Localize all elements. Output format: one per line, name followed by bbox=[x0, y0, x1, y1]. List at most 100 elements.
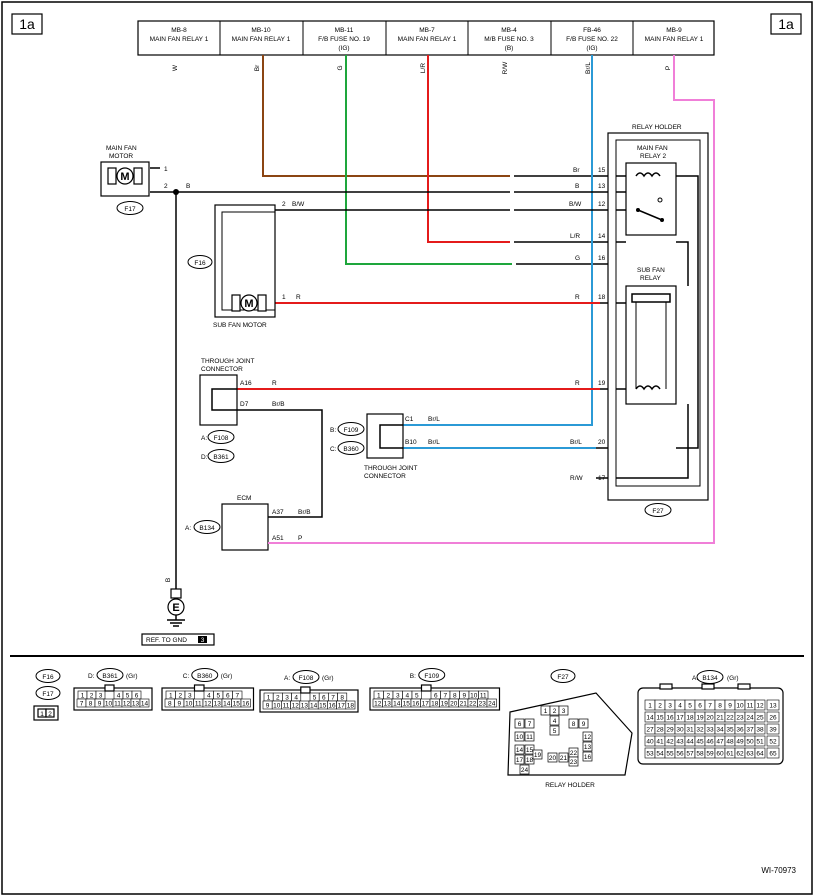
f27-pin: 24 bbox=[521, 767, 529, 774]
svg-text:F16: F16 bbox=[42, 674, 54, 681]
svg-text:B:: B: bbox=[330, 427, 336, 434]
f27-pin: 19 bbox=[534, 752, 542, 759]
conn-pin: 17 bbox=[422, 701, 430, 708]
svg-text:15: 15 bbox=[598, 167, 606, 174]
conn-pin: 6 bbox=[135, 693, 139, 700]
conn-pin: 16 bbox=[328, 703, 336, 710]
conn-pin: 4 bbox=[207, 693, 211, 700]
conn-key bbox=[300, 686, 311, 694]
svg-text:F/B FUSE NO. 19: F/B FUSE NO. 19 bbox=[318, 36, 370, 43]
f27-pin: 21 bbox=[560, 755, 568, 762]
svg-text:A:: A: bbox=[692, 675, 698, 682]
svg-text:RELAY 2: RELAY 2 bbox=[640, 153, 667, 160]
b134-pin: 60 bbox=[716, 751, 724, 758]
svg-text:18: 18 bbox=[598, 294, 606, 301]
f27-cell bbox=[524, 744, 535, 755]
b134-cell bbox=[754, 723, 766, 735]
f27-cell bbox=[582, 751, 593, 762]
f27-pin: 10 bbox=[516, 734, 524, 741]
connector-b360 bbox=[337, 441, 365, 455]
svg-text:R: R bbox=[296, 294, 301, 301]
b134-pin: 18 bbox=[686, 715, 694, 722]
svg-text:Br/L: Br/L bbox=[428, 416, 440, 423]
b134-cell bbox=[766, 723, 780, 735]
svg-text:CONNECTOR: CONNECTOR bbox=[364, 473, 406, 480]
conn-pin: 5 bbox=[216, 693, 220, 700]
conn-pin: 7 bbox=[80, 701, 84, 708]
svg-text:F17: F17 bbox=[42, 691, 54, 698]
f27-cell bbox=[514, 718, 525, 729]
svg-text:1: 1 bbox=[40, 711, 44, 718]
f27-cell bbox=[532, 749, 543, 760]
conn-pin: 2 bbox=[276, 695, 280, 702]
svg-text:Br/B: Br/B bbox=[298, 509, 311, 516]
conn-pin: 5 bbox=[415, 693, 419, 700]
b134-cell bbox=[766, 711, 780, 723]
page-tag-right: 1a bbox=[770, 13, 802, 35]
conn-tag bbox=[191, 668, 219, 682]
svg-text:ECM: ECM bbox=[237, 495, 251, 502]
conn-pin: 5 bbox=[313, 695, 317, 702]
conn-tag bbox=[418, 668, 446, 682]
svg-text:(IG): (IG) bbox=[338, 45, 349, 52]
b134-cell bbox=[754, 747, 766, 759]
conn-prefix: D: bbox=[88, 673, 95, 680]
svg-text:MB-4: MB-4 bbox=[501, 27, 517, 34]
conn-tag bbox=[96, 668, 124, 682]
connector-f16 bbox=[187, 255, 213, 269]
b134-pin: 32 bbox=[696, 727, 704, 734]
conn-code: B360 bbox=[197, 673, 213, 680]
svg-text:G: G bbox=[575, 255, 580, 262]
svg-text:(IG): (IG) bbox=[586, 45, 597, 52]
svg-text:D:: D: bbox=[201, 454, 208, 461]
svg-text:L/R: L/R bbox=[420, 63, 427, 73]
b134-pin: 19 bbox=[696, 715, 704, 722]
svg-text:THROUGH JOINT: THROUGH JOINT bbox=[364, 465, 417, 472]
b134-pin: 33 bbox=[706, 727, 714, 734]
b134-pin: 5 bbox=[688, 703, 692, 710]
b134-pin: 44 bbox=[686, 739, 694, 746]
b134-pin: 54 bbox=[656, 751, 664, 758]
f27-cell bbox=[524, 754, 535, 765]
header-wire-labels: W Br G L/R R/W Br/L P bbox=[172, 61, 672, 75]
ground: B E REF. TO GND 3 bbox=[141, 578, 215, 646]
b134-pin: 25 bbox=[756, 715, 764, 722]
svg-text:B10: B10 bbox=[405, 439, 417, 446]
f27-cell bbox=[582, 741, 593, 752]
conn-code: B361 bbox=[102, 673, 118, 680]
svg-text:2: 2 bbox=[48, 711, 52, 718]
svg-text:B/W: B/W bbox=[292, 201, 305, 208]
conn-pin: 15 bbox=[233, 701, 241, 708]
svg-text:SUB FAN: SUB FAN bbox=[637, 267, 665, 274]
f27-pin: 11 bbox=[526, 734, 533, 741]
b134-pin: 63 bbox=[746, 751, 754, 758]
conn-code: F108 bbox=[299, 675, 314, 682]
connector-f27 bbox=[644, 503, 672, 517]
conn-color: (Gr) bbox=[126, 673, 138, 680]
conn-pin: 2 bbox=[386, 693, 390, 700]
b134-pin: 30 bbox=[676, 727, 684, 734]
conn-pin: 11 bbox=[283, 703, 290, 710]
svg-text:1a: 1a bbox=[778, 16, 794, 32]
conn-pin: 14 bbox=[310, 703, 318, 710]
joint-connector-right: C1 Br/L B10 Br/L B: F109 C: B360 THROUGH… bbox=[330, 413, 440, 480]
fuse-mb-11: MB-11F/B FUSE NO. 19(IG) bbox=[318, 27, 370, 52]
conn-pin: 8 bbox=[340, 695, 344, 702]
f27-pin: 15 bbox=[526, 747, 534, 754]
svg-text:MAIN FAN: MAIN FAN bbox=[637, 145, 668, 152]
b134-pin: 47 bbox=[716, 739, 724, 746]
conn-pin: 12 bbox=[123, 701, 131, 708]
conn-pin: 6 bbox=[434, 693, 438, 700]
svg-text:R: R bbox=[575, 294, 580, 301]
f27-cell bbox=[568, 718, 579, 729]
b134-pin: 42 bbox=[666, 739, 674, 746]
joint-connector-left: THROUGH JOINT CONNECTOR A16 R D7 Br/B A:… bbox=[199, 358, 285, 463]
svg-text:B134: B134 bbox=[702, 675, 718, 682]
conn-color: (Gr) bbox=[322, 675, 334, 682]
f27-pin: 1 bbox=[544, 708, 548, 715]
b134-cell bbox=[754, 711, 766, 723]
doc-id: WI-70973 bbox=[761, 866, 796, 875]
